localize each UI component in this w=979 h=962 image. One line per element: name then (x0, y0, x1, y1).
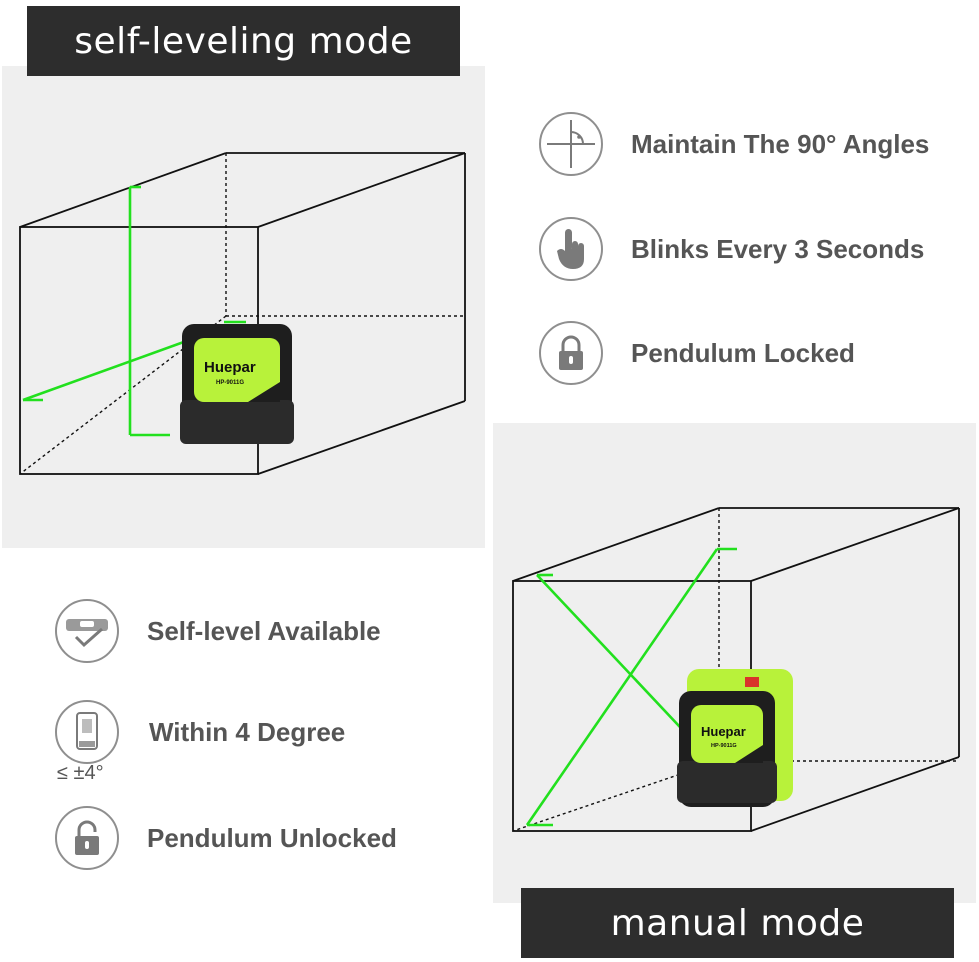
feature-label: Pendulum Unlocked (147, 822, 397, 853)
laser-level-device: Huepar HP-9011G (180, 324, 294, 444)
feature-label: Within 4 Degree (149, 716, 346, 747)
laser-lines (525, 547, 737, 827)
self-level-icon (55, 599, 119, 663)
device-brand: Huepar (701, 724, 746, 739)
self-leveling-scene: Huepar HP-9011G (19, 152, 466, 475)
manual-panel (493, 423, 976, 903)
tilt-device-icon (55, 700, 119, 764)
crosshair-angle-icon (539, 112, 603, 176)
feature-label: Self-level Available (147, 615, 381, 646)
pointing-hand-icon (539, 217, 603, 281)
feature-label: Blinks Every 3 Seconds (631, 233, 925, 264)
manual-mode-title: manual mode (521, 888, 954, 958)
feature-self-level-available: Self-level Available (55, 599, 381, 663)
feature-blinks-every-3-seconds: Blinks Every 3 Seconds (539, 217, 924, 281)
device-model: HP-9011G (711, 743, 737, 749)
feature-pendulum-unlocked: Pendulum Unlocked (55, 806, 397, 870)
tilt-range-label: ≤ ±4° (57, 762, 104, 784)
locked-padlock-icon (539, 321, 603, 385)
laser-level-device: Huepar HP-9011G (677, 669, 793, 807)
feature-label: Maintain The 90° Angles (631, 128, 930, 159)
self-leveling-panel (2, 66, 485, 548)
feature-within-4-degree: Within 4 Degree (55, 700, 345, 764)
feature-pendulum-locked: Pendulum Locked (539, 321, 855, 385)
device-model: HP-9011G (216, 380, 244, 386)
feature-maintain-90-angles: Maintain The 90° Angles (539, 112, 929, 176)
device-brand: Huepar (204, 359, 256, 376)
feature-label: Pendulum Locked (631, 337, 855, 368)
unlocked-padlock-icon (55, 806, 119, 870)
self-leveling-mode-title: self-leveling mode (27, 6, 460, 76)
manual-scene: Huepar HP-9011G (512, 507, 960, 832)
